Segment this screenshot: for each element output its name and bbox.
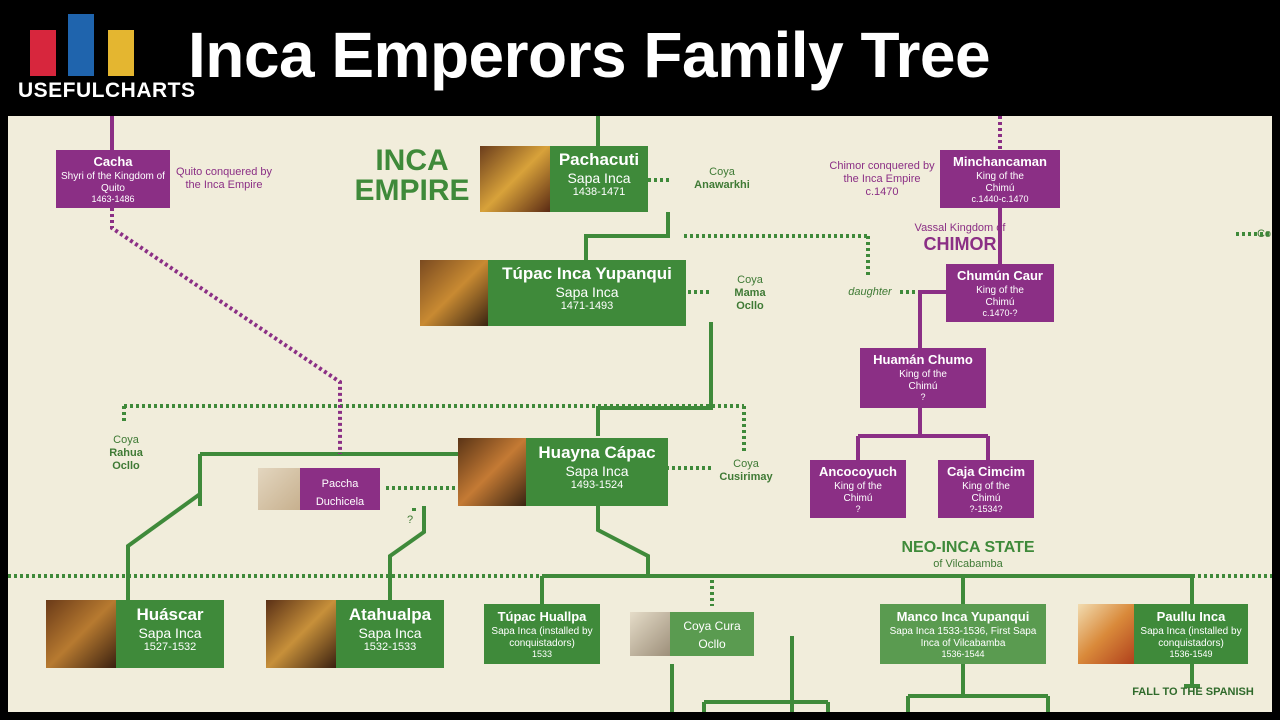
tupac-inca-portrait bbox=[420, 260, 488, 326]
logo-text: USEFULCHARTS bbox=[18, 79, 196, 102]
pachacuti-portrait bbox=[480, 146, 550, 212]
cura-ocllo-portrait bbox=[630, 612, 670, 656]
family-tree-canvas: INCA EMPIRE Vassal Kingdom of CHIMOR NEO… bbox=[8, 116, 1272, 712]
huascar-portrait bbox=[46, 600, 116, 668]
connector-lines bbox=[8, 116, 1272, 712]
person-pachacuti: Pachacuti Sapa Inca 1438-1471 bbox=[550, 146, 648, 212]
neo-inca-sub: of Vilcabamba bbox=[933, 558, 1003, 570]
chimor-note: Chimor conquered by the Inca Empire c.14… bbox=[829, 160, 935, 199]
person-tupac-huallpa: Túpac Huallpa Sapa Inca (installed by co… bbox=[484, 604, 600, 664]
spouse-anawarkhi: Coya Anawarkhi bbox=[694, 166, 750, 192]
region-inca-empire: INCA EMPIRE bbox=[354, 144, 470, 207]
spouse-mama-ocllo: Coya Mama Ocllo bbox=[734, 274, 766, 313]
fall-label: FALL TO THE SPANISH bbox=[1132, 686, 1254, 698]
person-huaman-chumo: Huamán Chumo King of the Chimú ? bbox=[860, 348, 986, 408]
daughter-note: daughter bbox=[848, 286, 892, 298]
logo-red-bar bbox=[30, 30, 56, 76]
person-chumun-caur: Chumún Caur King of the Chimú c.1470-? bbox=[946, 264, 1054, 322]
header-bar: USEFULCHARTS Inca Emperors Family Tree bbox=[0, 0, 1280, 116]
spouse-cusirimay: Coya Cusirimay bbox=[719, 458, 773, 484]
person-cura-ocllo: Coya Cura Ocllo bbox=[670, 612, 754, 656]
atahualpa-portrait bbox=[266, 600, 336, 668]
region-chimor: CHIMOR bbox=[923, 234, 997, 254]
paullu-inca-portrait bbox=[1078, 604, 1134, 664]
person-paccha-duchicela: Paccha Duchicela bbox=[300, 468, 380, 510]
chimor-prefix-label: Vassal Kingdom of bbox=[914, 222, 1006, 234]
person-minchancaman: Minchancaman King of the Chimú c.1440-c.… bbox=[940, 150, 1060, 208]
spouse-rahua-ocllo: Coya Rahua Ocllo bbox=[109, 434, 143, 473]
huayna-capac-portrait bbox=[458, 438, 526, 506]
person-cacha: Cacha Shyri of the Kingdom of Quito 1463… bbox=[56, 150, 170, 208]
person-tupac-inca-yupanqui: Túpac Inca Yupanqui Sapa Inca 1471-1493 bbox=[488, 260, 686, 326]
right-edge-fragment: Co bbox=[1256, 228, 1272, 240]
person-manco-inca-yupanqui: Manco Inca Yupanqui Sapa Inca 1533-1536,… bbox=[880, 604, 1046, 664]
person-huascar: Huáscar Sapa Inca 1527-1532 bbox=[116, 600, 224, 668]
page-title: Inca Emperors Family Tree bbox=[188, 19, 991, 91]
person-ancocoyuch: Ancocoyuch King of the Chimú ? bbox=[810, 460, 906, 518]
person-huayna-capac: Huayna Cápac Sapa Inca 1493-1524 bbox=[526, 438, 668, 506]
quito-note: Quito conquered by the Inca Empire bbox=[175, 166, 272, 192]
region-neo-inca: NEO-INCA STATE bbox=[901, 539, 1035, 556]
unknown-note: ? bbox=[406, 514, 414, 526]
paccha-portrait bbox=[258, 468, 300, 510]
person-atahualpa: Atahualpa Sapa Inca 1532-1533 bbox=[336, 600, 444, 668]
person-paullu-inca: Paullu Inca Sapa Inca (installed by conq… bbox=[1134, 604, 1248, 664]
logo-yellow-bar bbox=[108, 30, 134, 76]
person-caja-cimcim: Caja Cimcim King of the Chimú ?-1534? bbox=[938, 460, 1034, 518]
logo-blue-bar bbox=[68, 14, 94, 76]
